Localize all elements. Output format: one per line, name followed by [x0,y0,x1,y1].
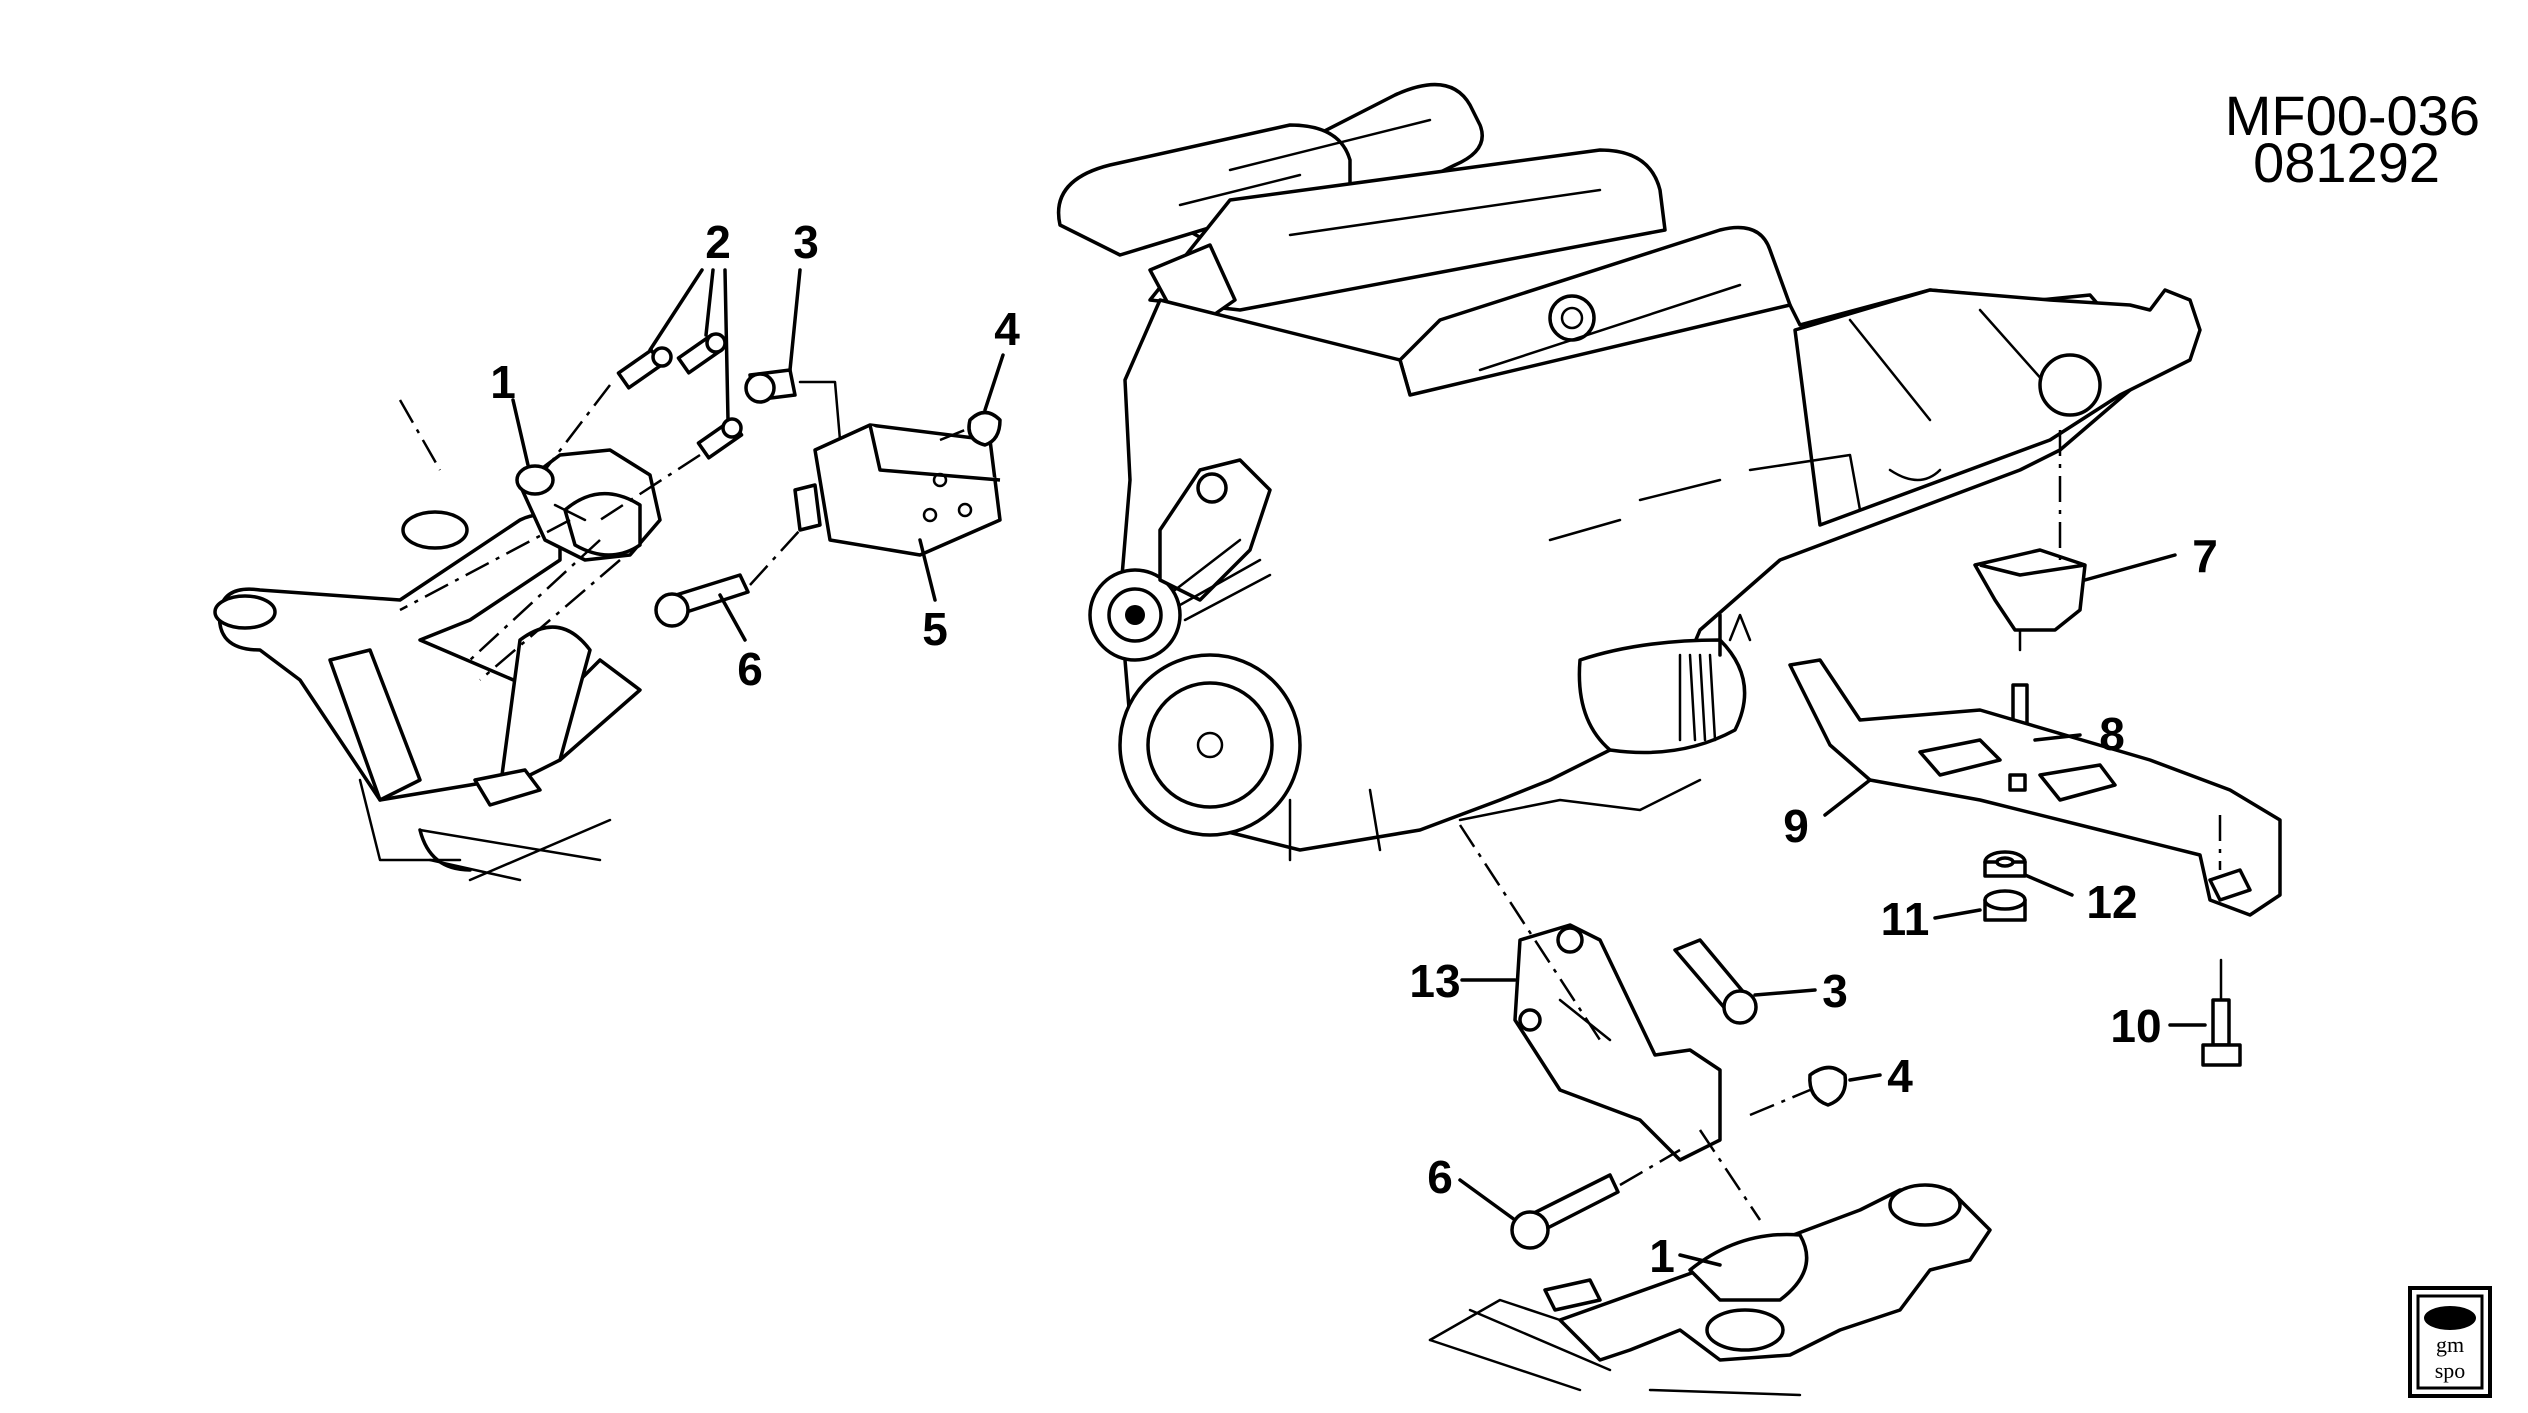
lower-mount-assembly [1428,824,1992,1397]
left-mount-assembly [213,332,1002,882]
gm-spo-logo: gm spo [2408,1286,2492,1398]
callout-12: 12 [2086,876,2137,928]
callout-9: 9 [1783,800,1809,852]
logo-gm-text: gm [2436,1332,2464,1357]
callout-8: 8 [2099,708,2125,760]
diagram-code: MF00-036 [2225,84,2480,147]
callout-4: 4 [994,303,1020,355]
callout-4-lower: 4 [1887,1050,1913,1102]
rear-mount-assembly [1788,430,2282,1067]
engine-assembly [1056,82,2202,862]
callout-11: 11 [1881,893,1930,945]
callout-5: 5 [922,603,948,655]
callout-13: 13 [1409,955,1460,1007]
callout-6: 6 [737,643,763,695]
leader-lines [511,268,2207,1267]
callout-1-lower: 1 [1649,1230,1675,1282]
callout-3: 3 [793,216,819,268]
callout-7: 7 [2192,530,2218,582]
callout-10: 10 [2110,1000,2161,1052]
logo-spo-text: spo [2435,1358,2466,1383]
diagram-date-code: 081292 [2253,131,2440,194]
callout-3-lower: 3 [1822,965,1848,1017]
callout-6-lower: 6 [1427,1151,1453,1203]
callout-1: 1 [490,356,516,408]
callout-2: 2 [705,216,731,268]
